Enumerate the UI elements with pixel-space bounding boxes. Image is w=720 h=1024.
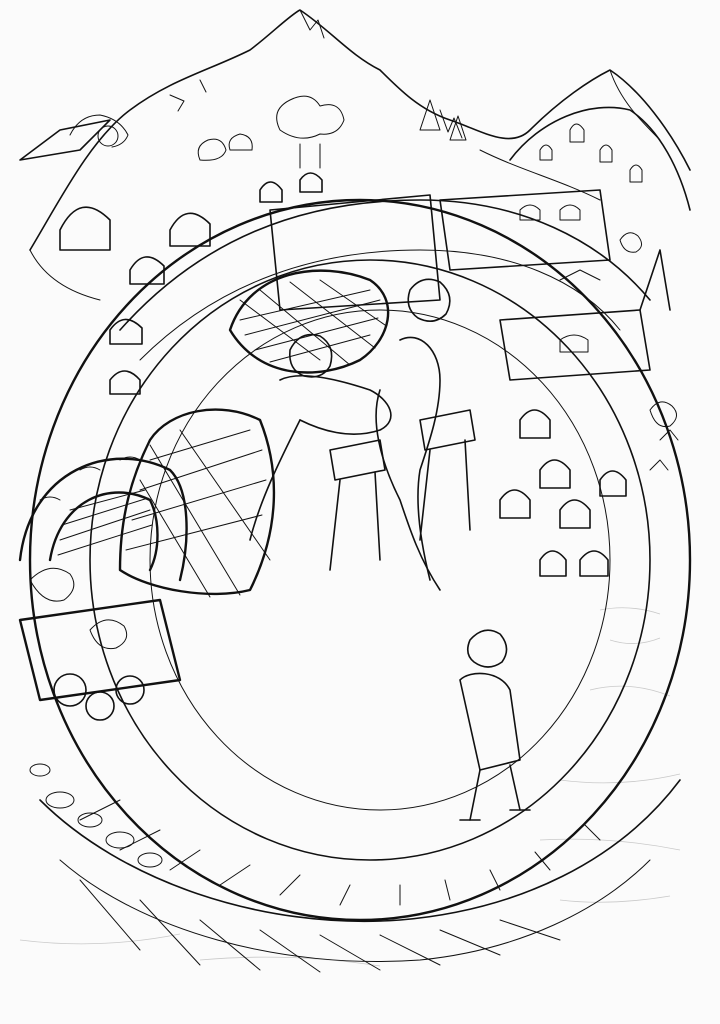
hill-trees	[197, 95, 467, 169]
easel-table	[329, 409, 476, 571]
walking-figure	[459, 629, 531, 821]
mountain-range	[29, 9, 691, 301]
hillside-houses	[509, 106, 691, 211]
spiral-town-ring	[28, 198, 692, 922]
hatched-robe	[118, 408, 276, 598]
bushes	[619, 232, 679, 471]
bleed-through-marks	[19, 607, 681, 967]
church-buildings	[269, 189, 671, 381]
ring-windows	[59, 172, 627, 577]
hatched-dome	[228, 269, 390, 374]
stone-arch-tunnel	[18, 456, 188, 582]
central-figures	[249, 278, 451, 591]
cobblestones	[29, 763, 163, 868]
kite-figure	[19, 114, 129, 161]
wagon	[18, 567, 182, 721]
ground-swirl	[39, 779, 681, 973]
